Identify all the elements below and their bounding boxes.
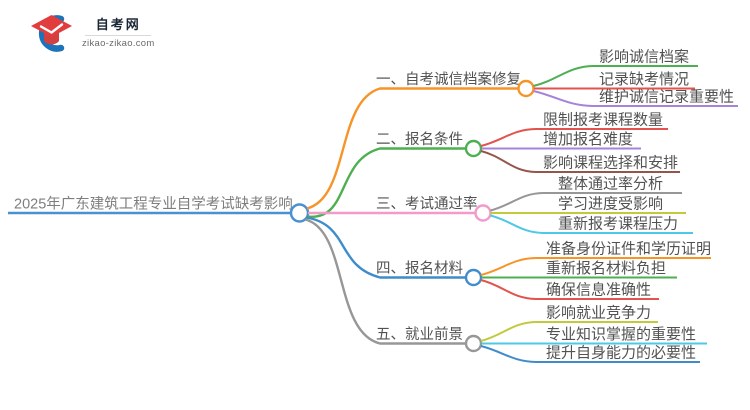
- branch-5-child-1-line: [480, 321, 658, 342]
- branch-2-child-2-label: 增加报名难度: [543, 131, 633, 148]
- branch-3-node-circle: [474, 204, 492, 222]
- branch-2-child-1-label: 限制报考课程数量: [543, 112, 663, 129]
- branch-1-node-circle: [517, 79, 535, 98]
- cap-board: [31, 15, 72, 37]
- branch-5-child-1-label: 影响就业竞争力: [546, 304, 651, 322]
- branch-1-line: [306, 87, 518, 210]
- root-node-circle: [289, 203, 310, 223]
- branch-4-child-1-line: [480, 257, 711, 276]
- branch-3-child-3-line: [490, 214, 693, 234]
- branch-4-child-1-label: 准备身份证件和学历证明: [546, 241, 711, 258]
- branch-1-child-2-label: 记录缺考情况: [599, 71, 689, 88]
- cap-chevron: [39, 23, 64, 34]
- branch-1-child-3-label: 维护诚信记录重要性: [599, 89, 734, 106]
- branch-2-node-circle: [464, 139, 483, 158]
- branch-5-child-2-label: 专业知识掌握的重要性: [546, 326, 696, 343]
- branch-4-line: [306, 216, 466, 279]
- branch-3-child-1-label: 整体通过率分析: [558, 176, 663, 193]
- graduation-cap-icon: [31, 15, 72, 52]
- branch-3-label: 三、考试通过率: [376, 196, 478, 213]
- branch-5-node-circle: [464, 334, 483, 353]
- branch-2-child-3-label: 影响课程选择和安排: [543, 155, 678, 172]
- branch-5-label: 五、就业前景: [376, 326, 463, 343]
- logo-title: 自考网: [95, 17, 141, 33]
- branch-4-node-circle: [464, 268, 483, 287]
- site-logo: 自考网 zikao-zikao.com: [28, 12, 155, 54]
- branch-1-child-3-line: [533, 90, 738, 107]
- branch-5-line: [305, 218, 466, 345]
- logo-text-block: 自考网 zikao-zikao.com: [82, 17, 155, 49]
- logo-divider: [85, 34, 152, 36]
- branch-5-child-3-line: [480, 345, 700, 363]
- branch-3-child-1-line: [490, 192, 682, 212]
- branch-1-child-1-label: 影响诚信档案: [599, 48, 689, 66]
- branch-4-child-3-line: [480, 279, 659, 300]
- branch-3-child-2-label: 学习进度受影响: [558, 196, 663, 213]
- logo-domain: zikao-zikao.com: [82, 37, 155, 49]
- branch-2-child-1-line: [480, 128, 668, 147]
- branch-4-child-3-label: 确保信息准确性: [546, 282, 651, 299]
- branch-2-line: [306, 147, 466, 218]
- branch-4-child-2-label: 重新报名材料负担: [546, 260, 666, 277]
- branch-1-label: 一、自考诚信档案修复: [376, 70, 521, 88]
- root-title: 2025年广东建筑工程专业自学考试缺考影响: [14, 196, 293, 213]
- branch-5-child-3-label: 提升自身能力的必要性: [546, 345, 696, 362]
- branch-3-child-3-label: 重新报考课程压力: [558, 216, 678, 233]
- branch-1-child-1-line: [533, 65, 698, 87]
- branch-2-child-3-line: [480, 150, 680, 173]
- branch-4-label: 四、报名材料: [376, 260, 463, 277]
- branch-2-label: 二、报名条件: [376, 131, 463, 148]
